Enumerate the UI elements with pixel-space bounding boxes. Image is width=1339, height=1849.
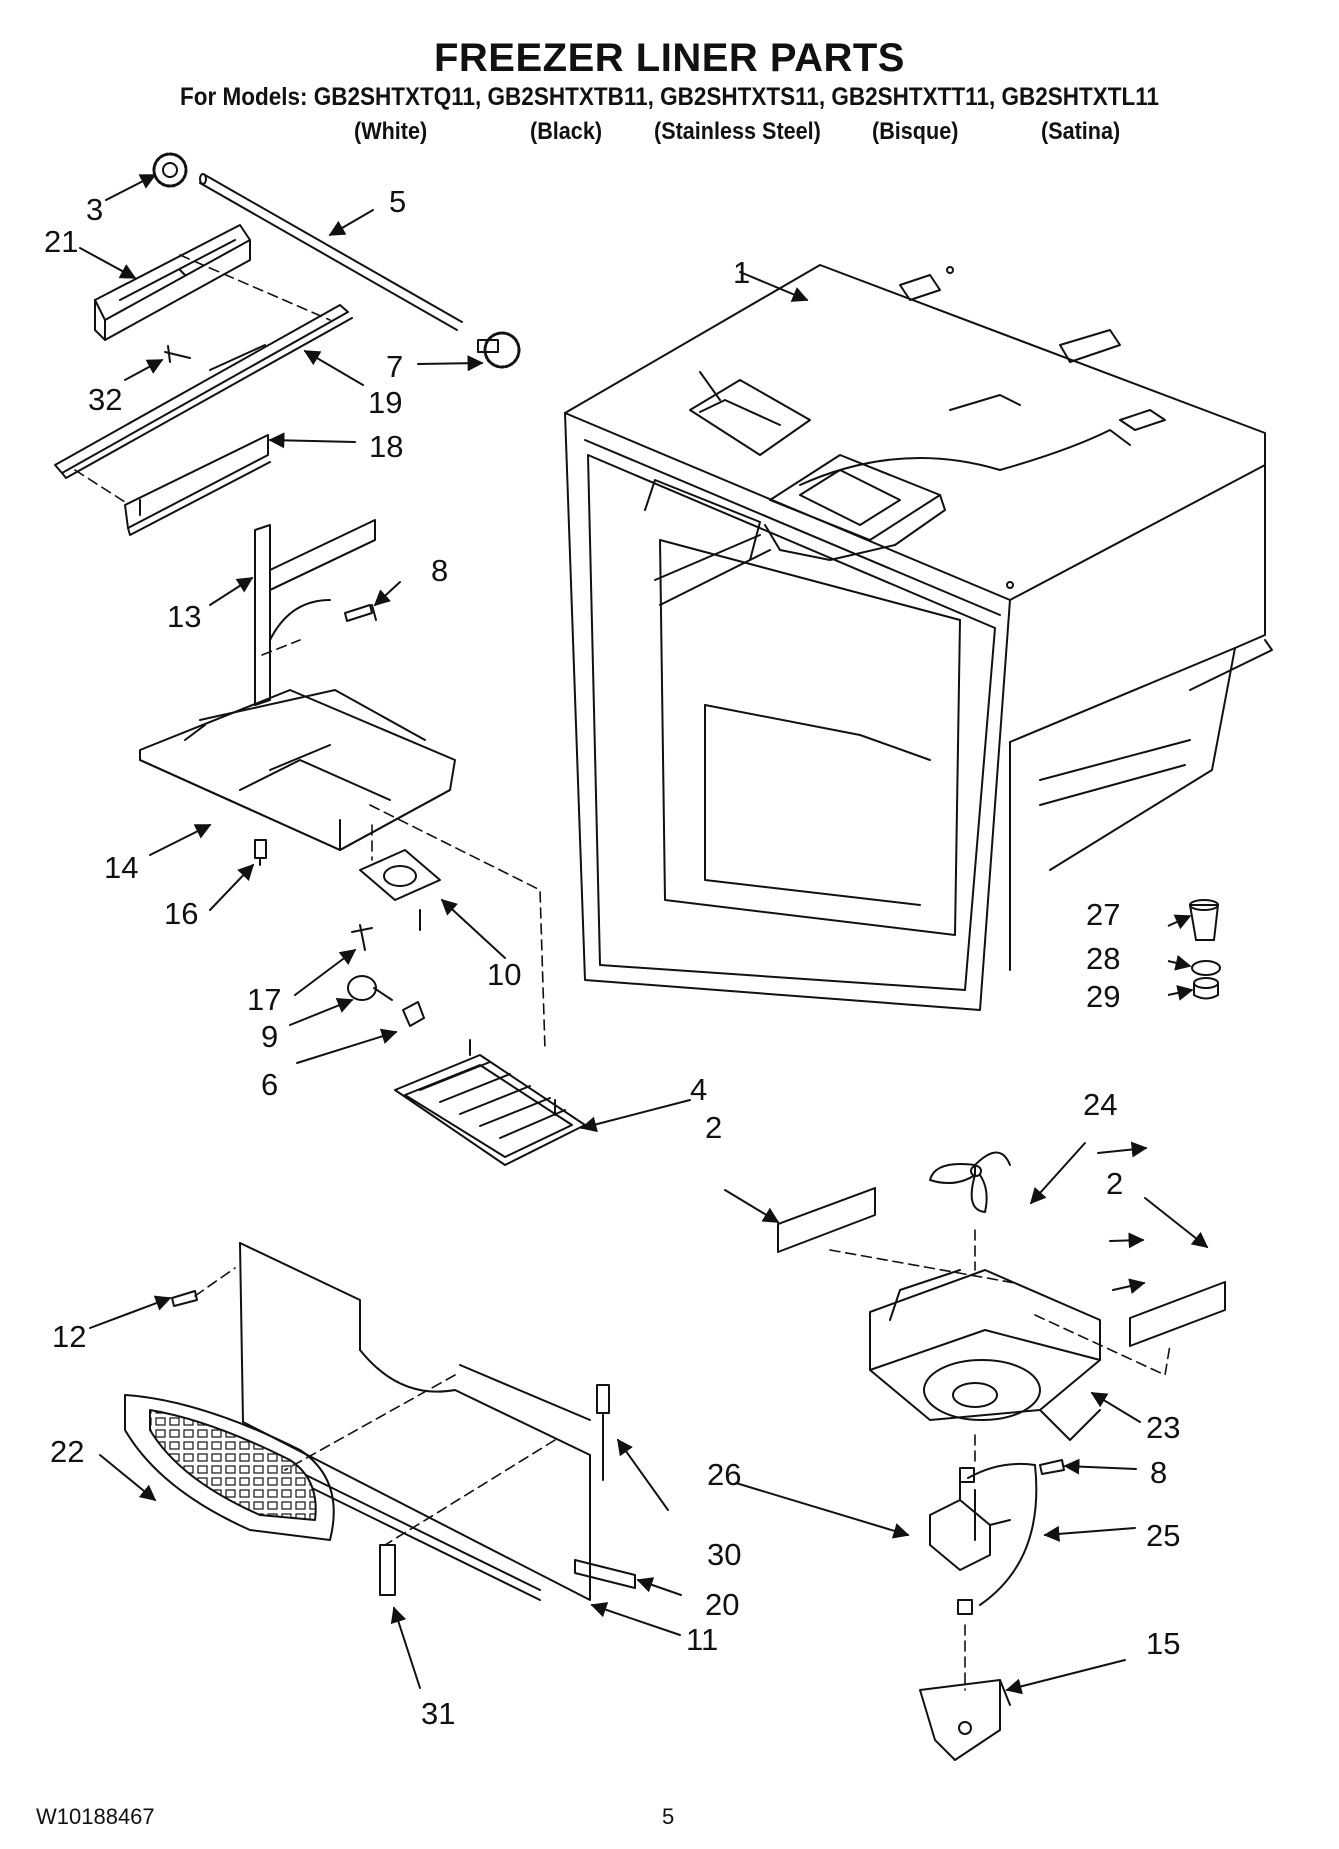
block-part-right (1129, 1281, 1226, 1347)
fan-blade-part (929, 1151, 1011, 1213)
callout-14: 14 (104, 850, 138, 885)
bracket-part-13 (254, 519, 376, 706)
grille-part (124, 1394, 335, 1541)
callout-5: 5 (389, 184, 406, 219)
block-part-left (777, 1187, 876, 1253)
callout-11: 11 (686, 1622, 718, 1657)
gear-part-right (477, 331, 521, 369)
variant-white: (White) (354, 118, 428, 145)
callout-18: 18 (369, 429, 403, 464)
lamp-socket-part (359, 849, 441, 931)
callout-1: 1 (733, 255, 750, 290)
callout-28: 28 (1086, 941, 1120, 976)
screw-part-32 (164, 345, 191, 363)
page-number: 5 (662, 1804, 675, 1829)
callout-30: 30 (707, 1537, 741, 1572)
lamp-lens-part (402, 1001, 425, 1027)
callout-17: 17 (247, 982, 281, 1017)
thermistor-part (596, 1384, 610, 1481)
rail-part (54, 304, 353, 479)
callout-2-right: 2 (1106, 1166, 1123, 1201)
callout-23: 23 (1146, 1410, 1180, 1445)
models-line: For Models: GB2SHTXTQ11, GB2SHTXTB11, GB… (179, 83, 1160, 111)
gear-part-top (152, 152, 188, 188)
screw-part-8-upper (344, 604, 377, 622)
rod-part (199, 173, 463, 331)
small-parts-27-28-29 (1167, 899, 1221, 1001)
wire-harness-part (957, 1462, 1038, 1615)
fan-housing-part (869, 1269, 1101, 1441)
callout-32: 32 (88, 382, 122, 417)
callout-3: 3 (86, 192, 103, 227)
callout-6: 6 (261, 1067, 278, 1102)
assembly-guide-lines (74, 254, 1171, 1691)
leader-arrows (79, 174, 1209, 1695)
callout-21: 21 (44, 224, 78, 259)
callout-2-left: 2 (705, 1110, 722, 1145)
callout-12: 12 (52, 1319, 86, 1354)
light-housing-part (139, 689, 456, 851)
callout-19: 19 (368, 385, 402, 420)
callout-8-lower: 8 (1150, 1455, 1167, 1490)
callout-20: 20 (705, 1587, 739, 1622)
diagram-header: FREEZER LINER PARTS For Models: GB2SHTXT… (0, 0, 1339, 150)
callout-4: 4 (690, 1072, 707, 1107)
evaporator-cover-part (239, 1242, 591, 1601)
callout-27: 27 (1086, 897, 1120, 932)
screw-part-8-lower (1039, 1459, 1065, 1475)
screw-part-17 (351, 924, 373, 951)
light-shield-part (394, 1039, 586, 1166)
clip-part-16 (254, 839, 267, 866)
variant-bisque: (Bisque) (872, 118, 959, 145)
screw-part-12 (171, 1290, 198, 1307)
document-number: W10188467 (36, 1804, 155, 1829)
callout-29: 29 (1086, 979, 1120, 1014)
callout-26: 26 (707, 1457, 741, 1492)
variant-black: (Black) (530, 118, 603, 145)
part-28-ring (1191, 960, 1221, 976)
motor-bracket-part (919, 1679, 1011, 1761)
part-27-cup (1188, 904, 1220, 941)
callout-16: 16 (164, 896, 198, 931)
callout-22: 22 (50, 1434, 84, 1469)
variant-stainless-steel: (Stainless Steel) (654, 118, 821, 145)
page-title: FREEZER LINER PARTS (433, 36, 905, 80)
seal-strip-part (574, 1559, 636, 1589)
callout-13: 13 (167, 599, 201, 634)
fan-motor-part (929, 1479, 1011, 1571)
bulb-part (347, 975, 393, 1001)
freezer-liner-part (564, 264, 1273, 1011)
callout-10: 10 (487, 957, 521, 992)
callout-15: 15 (1146, 1626, 1180, 1661)
callout-24: 24 (1083, 1087, 1117, 1122)
callout-25: 25 (1146, 1518, 1180, 1553)
slide-part (124, 434, 271, 536)
callout-7: 7 (386, 349, 403, 384)
callout-31: 31 (421, 1696, 455, 1731)
part-29-disk-top (1193, 977, 1219, 989)
variant-satina: (Satina) (1041, 118, 1121, 145)
callout-labels: 1 2 2 3 4 5 6 7 8 8 9 10 11 12 13 14 15 … (44, 184, 1180, 1731)
slide-bracket-part (94, 224, 251, 341)
clip-part-31 (379, 1544, 396, 1596)
callout-9: 9 (261, 1019, 278, 1054)
callout-8-upper: 8 (431, 553, 448, 588)
